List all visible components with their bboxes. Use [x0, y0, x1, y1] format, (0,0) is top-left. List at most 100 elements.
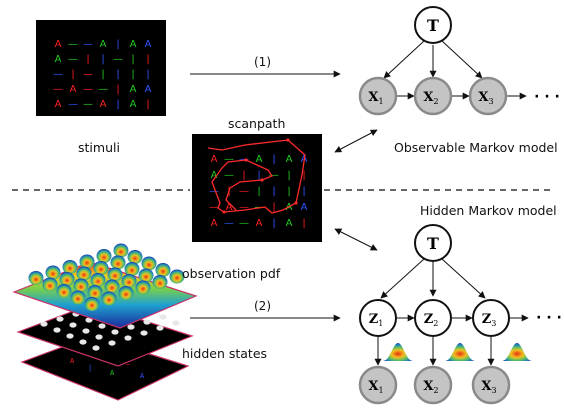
hidden-state-dot: [124, 335, 132, 341]
node-x3-observable: [468, 76, 508, 116]
stimulus-glyph: |: [101, 54, 104, 65]
pdf-bump: [124, 262, 140, 276]
hidden-model-label: Hidden Markov model: [420, 203, 557, 218]
stimulus-glyph: —: [53, 69, 63, 80]
stimulus-glyph: A: [286, 218, 293, 229]
stimulus-glyph: —: [239, 202, 249, 213]
hidden-state-dot: [95, 334, 103, 340]
stimulus-glyph: —: [239, 154, 249, 165]
observation-pdf-surface: [28, 243, 185, 311]
node-x2-observable: [413, 76, 453, 116]
stimulus-glyph: —: [68, 39, 78, 50]
hidden-state-dot: [66, 333, 74, 339]
pdf-bump: [101, 291, 117, 306]
stimulus-glyph: A: [286, 202, 293, 213]
stimulus-glyph: A: [145, 39, 152, 50]
stimulus-glyph: |: [116, 39, 119, 50]
stimulus-glyph: |: [287, 186, 290, 197]
pdf-bump: [107, 267, 123, 282]
node-x1-hidden: [358, 365, 398, 405]
stimulus-glyph: |: [257, 170, 260, 181]
pdf-bump: [56, 284, 72, 298]
node-x3-hidden: [471, 365, 511, 405]
pdf-bump: [155, 263, 171, 277]
stimulus-glyph: A: [100, 99, 107, 110]
stimulus-glyph: —: [68, 54, 78, 65]
pdf-bump: [62, 260, 78, 274]
stimulus-glyph: |: [71, 69, 74, 80]
pdf-bump: [96, 249, 112, 263]
pdf-bump: [59, 272, 75, 286]
stimulus-glyph: A: [211, 218, 218, 229]
hidden-state-dot: [172, 320, 180, 326]
pdf-bump: [79, 254, 95, 269]
scanpath-label: scanpath: [228, 116, 286, 131]
scanpath-hidden-link: [334, 228, 378, 251]
pdf-bump: [121, 274, 137, 288]
pdf-bump: [104, 279, 120, 294]
stimulus-glyph: A: [55, 54, 62, 65]
stimulus-glyph: |: [116, 84, 119, 95]
stimulus-glyph: —: [68, 99, 78, 110]
stimulus-glyph: —: [239, 218, 249, 229]
observable-markov-model: T X1 X2 X3 · · ·: [358, 6, 560, 116]
stimulus-glyph: |: [302, 170, 305, 181]
observable-model-label: Observable Markov model: [394, 140, 558, 155]
stimulus-glyph: |: [86, 54, 89, 65]
hidden-state-dot: [156, 325, 164, 331]
svg-text:|: |: [88, 364, 92, 372]
node-t-hidden-label: T: [427, 234, 439, 253]
stimulus-glyph: A: [130, 99, 137, 110]
pdf-bump: [90, 273, 106, 287]
stimulus-glyph: —: [83, 39, 93, 50]
ellipsis-hidden: · · ·: [536, 310, 562, 326]
stimulus-glyph: |: [272, 186, 275, 197]
hidden-state-dot: [111, 329, 119, 335]
stimulus-glyph: A: [256, 218, 263, 229]
stimulus-glyph: —: [53, 84, 63, 95]
stimulus-glyph: |: [101, 69, 104, 80]
stimulus-glyph: —: [209, 186, 219, 197]
node-x2-hidden: [413, 365, 453, 405]
observation-pdf-label: observation pdf: [182, 266, 281, 281]
stimulus-glyph: A: [256, 154, 263, 165]
pdf-bump: [127, 250, 143, 264]
hidden-state-dot: [143, 319, 151, 325]
hidden-state-dot: [69, 322, 77, 328]
stimulus-glyph: |: [272, 202, 275, 213]
pdf-bump: [135, 280, 151, 295]
layer-stack: A|A—|A: [12, 243, 198, 401]
hidden-state-dot: [56, 316, 64, 322]
node-z1: [359, 299, 397, 337]
stimulus-glyph: A: [226, 202, 233, 213]
pdf-bump: [70, 290, 86, 305]
pdf-bump: [84, 297, 100, 311]
stimulus-glyph: —: [209, 202, 219, 213]
scanpath-observable-link: [334, 129, 378, 153]
pdf-bump: [169, 269, 185, 284]
pdf-bump: [28, 271, 44, 285]
pdf-bump: [42, 277, 58, 292]
stimulus-glyph: A: [70, 84, 77, 95]
gaussian-icon: [383, 343, 532, 361]
stimulus-glyph: —: [224, 218, 234, 229]
stimulus-glyph: —: [113, 54, 123, 65]
pdf-bump: [73, 278, 89, 293]
hidden-state-dot: [140, 330, 148, 336]
stimulus-glyph: A: [55, 39, 62, 50]
stimulus-glyph: A: [211, 154, 218, 165]
stimulus-glyph: —: [83, 69, 93, 80]
stimulus-glyph: |: [146, 69, 149, 80]
svg-text:A: A: [110, 369, 115, 377]
stimulus-glyph: A: [55, 99, 62, 110]
pdf-bump: [118, 286, 134, 300]
stimulus-glyph: —: [239, 186, 249, 197]
stimulus-glyph: |: [146, 54, 149, 65]
stimulus-glyph: |: [302, 186, 305, 197]
stimulus-glyph: |: [287, 170, 290, 181]
hidden-state-dot: [82, 328, 90, 334]
